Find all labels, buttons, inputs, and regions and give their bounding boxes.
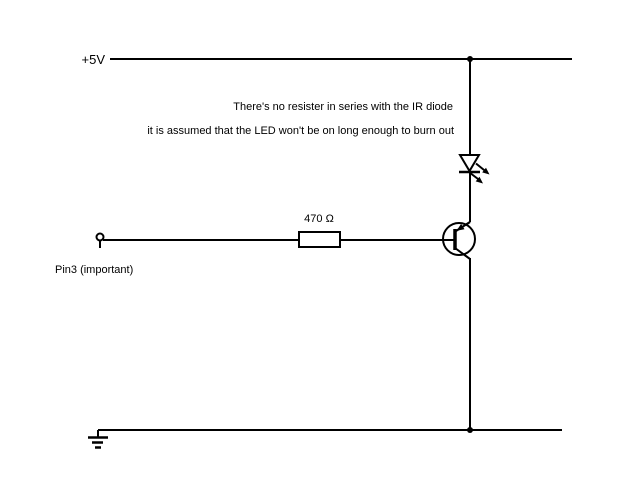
ir-led-symbol	[458, 154, 490, 184]
note-line-1: There's no resister in series with the I…	[233, 101, 453, 113]
transistor-symbol	[442, 221, 476, 260]
led-triangle	[458, 154, 481, 173]
ground-symbol	[88, 436, 108, 449]
led-emission-arrow-2-head	[475, 176, 483, 184]
resistor-body	[298, 231, 341, 248]
wires-group	[97, 58, 572, 437]
resistor-label: 470 Ω	[304, 213, 334, 225]
transistor-emitter-arrow	[456, 223, 465, 231]
junction-dots	[467, 56, 473, 433]
power-label: +5V	[82, 52, 106, 67]
pin3-terminal-circle	[95, 232, 105, 242]
transistor-body-circle	[442, 222, 476, 256]
junction-dot-bottom	[467, 427, 473, 433]
junction-dot-top	[467, 56, 473, 62]
pin3-label: Pin3 (important)	[55, 264, 133, 276]
transistor-collector-lead-inner	[454, 247, 471, 260]
note-line-2: it is assumed that the LED won't be on l…	[147, 125, 454, 137]
led-emission-arrow-1-head	[482, 167, 490, 175]
